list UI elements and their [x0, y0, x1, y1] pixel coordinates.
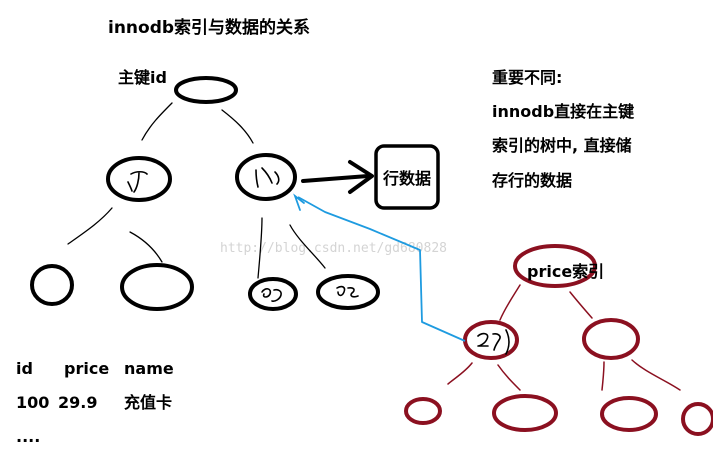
cell-price: 29.9 — [58, 393, 97, 412]
note-line-1: 重要不同: — [492, 68, 562, 87]
note-line-2: innodb直接在主键 — [492, 102, 634, 121]
inner-node-left — [106, 156, 172, 202]
scribble-leaf-3 — [261, 288, 282, 302]
edge-right-left — [257, 217, 263, 279]
table-ellipsis: .... — [16, 427, 40, 446]
secondary-edge-ll — [447, 362, 473, 385]
blue-arrow-head-icon — [293, 193, 305, 211]
scribble-leaf-4 — [336, 285, 359, 298]
note-block: 重要不同: innodb直接在主键 索引的树中, 直接储 存行的数据 — [492, 68, 634, 190]
scribble-left — [127, 170, 148, 193]
secondary-edge-left — [499, 284, 521, 321]
edge-root-left — [141, 102, 173, 141]
leaf-node-1 — [30, 264, 74, 306]
secondary-leaf-3 — [600, 396, 658, 432]
secondary-leaf-2 — [492, 394, 558, 432]
secondary-edge-right — [569, 291, 593, 319]
edge-right-right — [289, 224, 326, 269]
edge-left-right — [129, 231, 163, 263]
edge-left-left — [67, 207, 113, 245]
secondary-root-node — [513, 244, 597, 288]
leaf-node-3 — [248, 277, 298, 311]
arrow-head-icon — [348, 160, 374, 194]
row-data-box — [374, 144, 440, 210]
primary-index-tree — [30, 76, 380, 311]
secondary-index-label: price索引 — [527, 262, 604, 281]
edge-root-right — [221, 109, 254, 144]
cell-name: 充值卡 — [124, 393, 172, 412]
row-data-label: 行数据 — [382, 169, 431, 188]
header-price: price — [64, 359, 109, 378]
cell-id: 100 — [16, 393, 49, 412]
secondary-to-primary-pointer — [293, 193, 466, 342]
note-line-4: 存行的数据 — [492, 171, 572, 190]
secondary-edge-rl — [601, 361, 605, 391]
secondary-inner-left — [463, 320, 519, 360]
header-id: id — [16, 359, 33, 378]
row-table: id price name 100 29.9 充值卡 .... — [16, 359, 174, 446]
leaf-node-2 — [120, 263, 194, 311]
scribble-secondary — [477, 329, 510, 355]
secondary-inner-right — [582, 318, 640, 360]
secondary-leaf-1 — [404, 397, 442, 425]
row-data-pointer — [301, 160, 374, 194]
note-line-3: 索引的树中, 直接储 — [492, 136, 632, 155]
secondary-edge-rr — [631, 359, 681, 391]
leaf-node-4 — [316, 274, 380, 310]
inner-node-right — [235, 153, 297, 201]
secondary-index-tree: price索引 — [404, 244, 713, 436]
secondary-edge-lr — [497, 364, 521, 391]
primary-key-label: 主键id — [118, 68, 167, 87]
diagram-title: innodb索引与数据的关系 — [108, 17, 310, 38]
watermark: http://blog.csdn.net/gd680828 — [220, 241, 447, 256]
scribble-right — [255, 167, 280, 188]
secondary-leaf-4 — [681, 402, 713, 436]
root-node — [174, 76, 238, 104]
header-name: name — [124, 359, 174, 378]
